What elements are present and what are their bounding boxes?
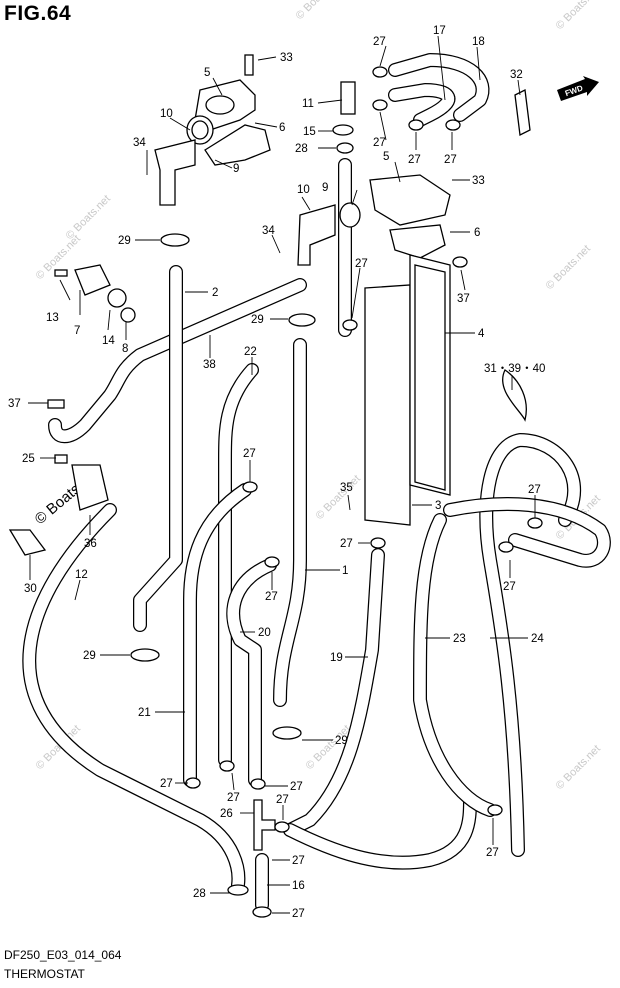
callout-33b: 33	[472, 175, 485, 187]
callout-27h: 27	[528, 484, 541, 496]
callout-28a: 28	[295, 143, 308, 155]
callout-15: 15	[303, 126, 316, 138]
callout-27l: 27	[227, 792, 240, 804]
callout-13: 13	[46, 312, 59, 324]
callout-10b: 10	[297, 184, 310, 196]
callout-38: 38	[203, 359, 216, 371]
callout-7: 7	[74, 325, 80, 337]
callout-3: 3	[435, 500, 441, 512]
thermostat-housing-upper	[154, 54, 271, 206]
svg-text:© Boats.net: © Boats.net	[314, 473, 363, 522]
callout-14: 14	[102, 335, 115, 347]
callout-27a: 27	[373, 36, 386, 48]
forward-arrow-icon: FWD	[555, 76, 599, 102]
callout-30: 30	[24, 583, 37, 595]
callout-18: 18	[472, 36, 485, 48]
callout-37a: 37	[457, 293, 470, 305]
callout-27o: 27	[292, 855, 305, 867]
callout-27g: 27	[340, 538, 353, 550]
callout-5a: 5	[204, 67, 210, 79]
callout-25: 25	[22, 453, 35, 465]
callout-27i: 27	[503, 581, 516, 593]
callout-6b: 6	[474, 227, 480, 239]
callout-11: 11	[302, 98, 314, 110]
callout-26: 26	[220, 808, 233, 820]
svg-text:© Boats.net: © Boats.net	[554, 743, 603, 792]
callout-29c: 29	[83, 650, 96, 662]
part-callouts: 33 5 6 10 34 9 29 27 17 18 32 11 27 15 2…	[8, 25, 545, 920]
hoses	[22, 53, 611, 912]
callout-22: 22	[244, 346, 257, 358]
svg-text:© Boats.net: © Boats.net	[64, 193, 113, 242]
callout-12: 12	[75, 569, 88, 581]
callout-27m: 27	[290, 781, 303, 793]
thermostat-housing-lower	[297, 81, 451, 266]
section-name: THERMOSTAT	[4, 967, 85, 981]
water-jacket-cover	[364, 254, 451, 526]
figure-title: FIG.64	[4, 2, 72, 25]
callout-19: 19	[330, 652, 343, 664]
callout-21: 21	[138, 707, 151, 719]
callout-31-39-40: 31・39・40	[484, 363, 545, 375]
callout-27q: 27	[292, 908, 305, 920]
callout-8: 8	[122, 343, 128, 355]
callout-27p: 27	[486, 847, 499, 859]
callout-27d: 27	[444, 154, 457, 166]
callout-33a: 33	[280, 52, 293, 64]
callout-9b: 9	[322, 182, 328, 194]
callout-29d: 29	[335, 735, 348, 747]
callout-6a: 6	[279, 122, 285, 134]
svg-text:© Boats.net: © Boats.net	[544, 243, 593, 292]
callout-23: 23	[453, 633, 466, 645]
callout-27e: 27	[355, 258, 368, 270]
leader-lines	[28, 35, 536, 914]
callout-34b: 34	[262, 225, 275, 237]
thermostat-small-parts	[8, 89, 531, 851]
callout-24: 24	[531, 633, 544, 645]
callout-27n: 27	[276, 794, 289, 806]
callout-9a: 9	[233, 163, 239, 175]
callout-20: 20	[258, 627, 271, 639]
callout-27k: 27	[160, 778, 173, 790]
callout-17: 17	[433, 25, 446, 37]
callout-2: 2	[212, 287, 218, 299]
callout-37b: 37	[8, 398, 21, 410]
svg-text:© Boats.net: © Boats.net	[294, 0, 343, 22]
hose-clamps	[130, 66, 543, 918]
callout-27j: 27	[265, 591, 278, 603]
callout-32: 32	[510, 69, 523, 81]
callout-28b: 28	[193, 888, 206, 900]
callout-27b: 27	[373, 137, 386, 149]
callout-29b: 29	[251, 314, 264, 326]
callout-4: 4	[478, 328, 485, 340]
svg-text:© Boats.net: © Boats.net	[554, 0, 603, 32]
callout-27c: 27	[408, 154, 421, 166]
callout-1: 1	[342, 565, 348, 577]
model-code: DF250_E03_014_064	[4, 948, 122, 962]
callout-34a: 34	[133, 137, 146, 149]
callout-29a: 29	[118, 235, 131, 247]
callout-16: 16	[292, 880, 305, 892]
callout-27f: 27	[243, 448, 256, 460]
callout-5b: 5	[383, 151, 389, 163]
callout-10a: 10	[160, 108, 173, 120]
callout-36: 36	[84, 538, 97, 550]
callout-35: 35	[340, 482, 353, 494]
